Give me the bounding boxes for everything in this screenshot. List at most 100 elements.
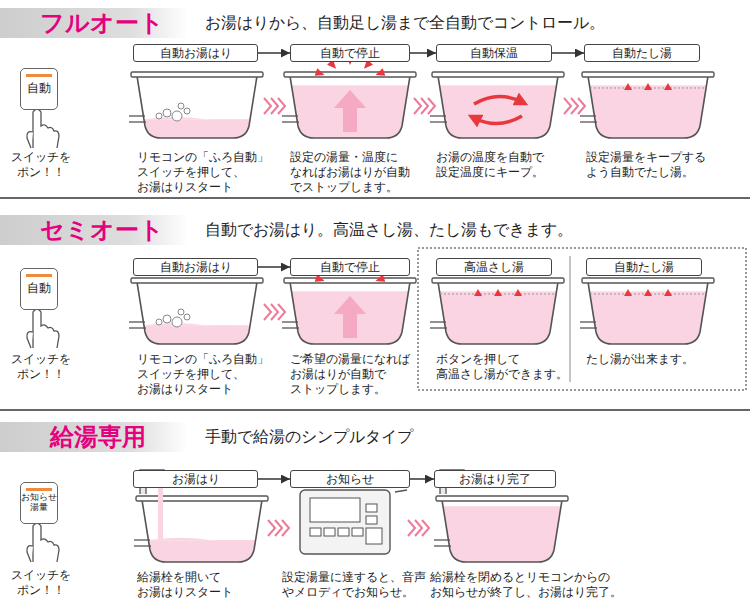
bathtub <box>434 470 568 564</box>
text-line: やメロディでお知らせ。 <box>282 585 426 600</box>
text-line: スイッチを押して、 <box>137 165 269 180</box>
text-line: お湯の温度を自動で <box>436 150 544 165</box>
hand-icon <box>27 309 59 348</box>
bathtub <box>430 278 564 346</box>
step-box: 自動で停止 <box>290 258 410 276</box>
frame-divider <box>570 256 571 382</box>
text-line: 自動たし湯 <box>591 45 693 61</box>
step-box: 自動で停止 <box>290 44 410 62</box>
text-line: 湯量 <box>21 503 57 513</box>
section-band: 給湯専用手動で給湯のシンプルタイプ <box>0 422 750 452</box>
switch-lamp <box>26 488 52 491</box>
chevron-arrow <box>264 304 285 320</box>
hand-icon <box>27 109 59 148</box>
text-line: お知らせが終了し、お湯はり完了。 <box>430 585 622 600</box>
remote-switch: お知らせ 湯量 <box>20 482 58 524</box>
step-label: 自動お湯はり <box>140 259 251 275</box>
switch-lamp <box>26 274 52 277</box>
hand-icon <box>27 523 59 562</box>
step-label: 自動お湯はり <box>140 45 251 61</box>
text-line: 給湯専用 <box>50 422 188 452</box>
text-line: お湯はりスタート <box>137 585 233 600</box>
bathtub <box>282 56 416 140</box>
text-line: 自動 <box>27 82 51 95</box>
text-line: 設定湯量をキープする <box>586 150 706 165</box>
step-caption: たし湯が出来ます。 <box>586 352 694 367</box>
section-description: 手動で給湯のシンプルタイプ <box>205 422 413 452</box>
bathtub <box>580 278 714 346</box>
text-line: お知らせ <box>297 471 403 487</box>
section-title: 給湯専用 <box>0 422 188 452</box>
step-label: 自動保温 <box>443 45 545 61</box>
remote-switch: 自動 <box>20 268 58 310</box>
step-arrow <box>552 52 584 54</box>
text-line: スイッチを押して、 <box>137 367 269 382</box>
text-line: 自動たし湯 <box>593 259 695 275</box>
step-box: お湯はり完了 <box>434 470 556 488</box>
text-line: お湯はりスタート <box>137 382 269 397</box>
text-line: ポン！！ <box>6 583 76 598</box>
section-band: フルオートお湯はりから、自動足し湯まで全自動でコントロール。 <box>0 8 750 38</box>
step-caption: 設定湯量に達すると、音声 やメロディでお知らせ。 <box>282 570 426 600</box>
step-box: お湯はり <box>133 470 258 488</box>
step-arrow <box>410 52 436 54</box>
text-line: 自動お湯はり <box>140 259 251 275</box>
bathtub <box>134 470 268 564</box>
switch-label: お知らせ 湯量 <box>21 493 57 513</box>
section-description: 自動でお湯はり。高温さし湯、たし湯もできます。 <box>205 215 573 245</box>
step-label: お湯はり <box>140 471 251 487</box>
text-line: ポン！！ <box>6 367 76 382</box>
text-line: ストップします。 <box>290 382 410 397</box>
text-line: 高温さし湯ができます。 <box>436 367 568 382</box>
step-label: 高温さし湯 <box>443 259 545 275</box>
text-line: 自動保温 <box>443 45 545 61</box>
text-line: スイッチを <box>6 568 76 583</box>
step-label: 自動で停止 <box>297 45 403 61</box>
text-line: リモコンの「ふろ自動」 <box>137 150 269 165</box>
text-line: 手動で給湯のシンプルタイプ <box>205 422 413 452</box>
text-line: お湯はりスタート <box>137 180 269 195</box>
step-caption: 給湯栓を開いて お湯はりスタート <box>137 570 233 600</box>
text-line: たし湯が出来ます。 <box>586 352 694 367</box>
step-box: お知らせ <box>290 470 410 488</box>
switch-lamp <box>26 74 52 77</box>
text-line: 自動で停止 <box>297 259 403 275</box>
text-line: ポン！！ <box>6 165 76 180</box>
section-description: お湯はりから、自動足し湯まで全自動でコントロール。 <box>205 8 605 38</box>
step-caption: 設定の湯量・温度に なればお湯はりが自動 でストップします。 <box>290 150 410 195</box>
step-caption: 設定湯量をキープする よう自動でたし湯。 <box>586 150 706 180</box>
switch-label: 自動 <box>27 82 51 95</box>
text-line: 設定温度にキープ。 <box>436 165 544 180</box>
chevron-arrow <box>264 98 285 114</box>
step-caption: リモコンの「ふろ自動」 スイッチを押して、 お湯はりスタート <box>137 150 269 195</box>
text-line: 給湯栓を開いて <box>137 570 233 585</box>
text-line: スイッチを <box>6 352 76 367</box>
switch-caption: スイッチを ポン！！ <box>6 150 76 180</box>
step-caption: リモコンの「ふろ自動」 スイッチを押して、 お湯はりスタート <box>137 352 269 397</box>
step-label: 自動たし湯 <box>593 259 695 275</box>
text-line: セミオート <box>40 215 188 245</box>
step-label: 自動たし湯 <box>591 45 693 61</box>
section-divider <box>0 197 750 199</box>
step-box: 自動お湯はり <box>133 258 258 276</box>
text-line: フルオート <box>40 8 188 38</box>
step-label: お湯はり完了 <box>441 471 549 487</box>
text-line: 自動で停止 <box>297 45 403 61</box>
text-line: お知らせ <box>21 493 57 503</box>
text-line: 給湯栓を閉めるとリモコンからの <box>430 570 622 585</box>
switch-caption: スイッチを ポン！！ <box>6 568 76 598</box>
section-title: フルオート <box>0 8 188 38</box>
step-arrow <box>258 478 290 480</box>
switch-caption: スイッチを ポン！！ <box>6 352 76 382</box>
chevron-arrow <box>414 98 435 114</box>
switch-label: 自動 <box>27 282 51 295</box>
step-box: 自動お湯はり <box>133 44 258 62</box>
step-box: 自動たし湯 <box>586 258 702 276</box>
text-line: でストップします。 <box>290 180 410 195</box>
step-caption: お湯の温度を自動で 設定温度にキープ。 <box>436 150 544 180</box>
text-line: お湯はり完了 <box>441 471 549 487</box>
text-line: スイッチを <box>6 150 76 165</box>
